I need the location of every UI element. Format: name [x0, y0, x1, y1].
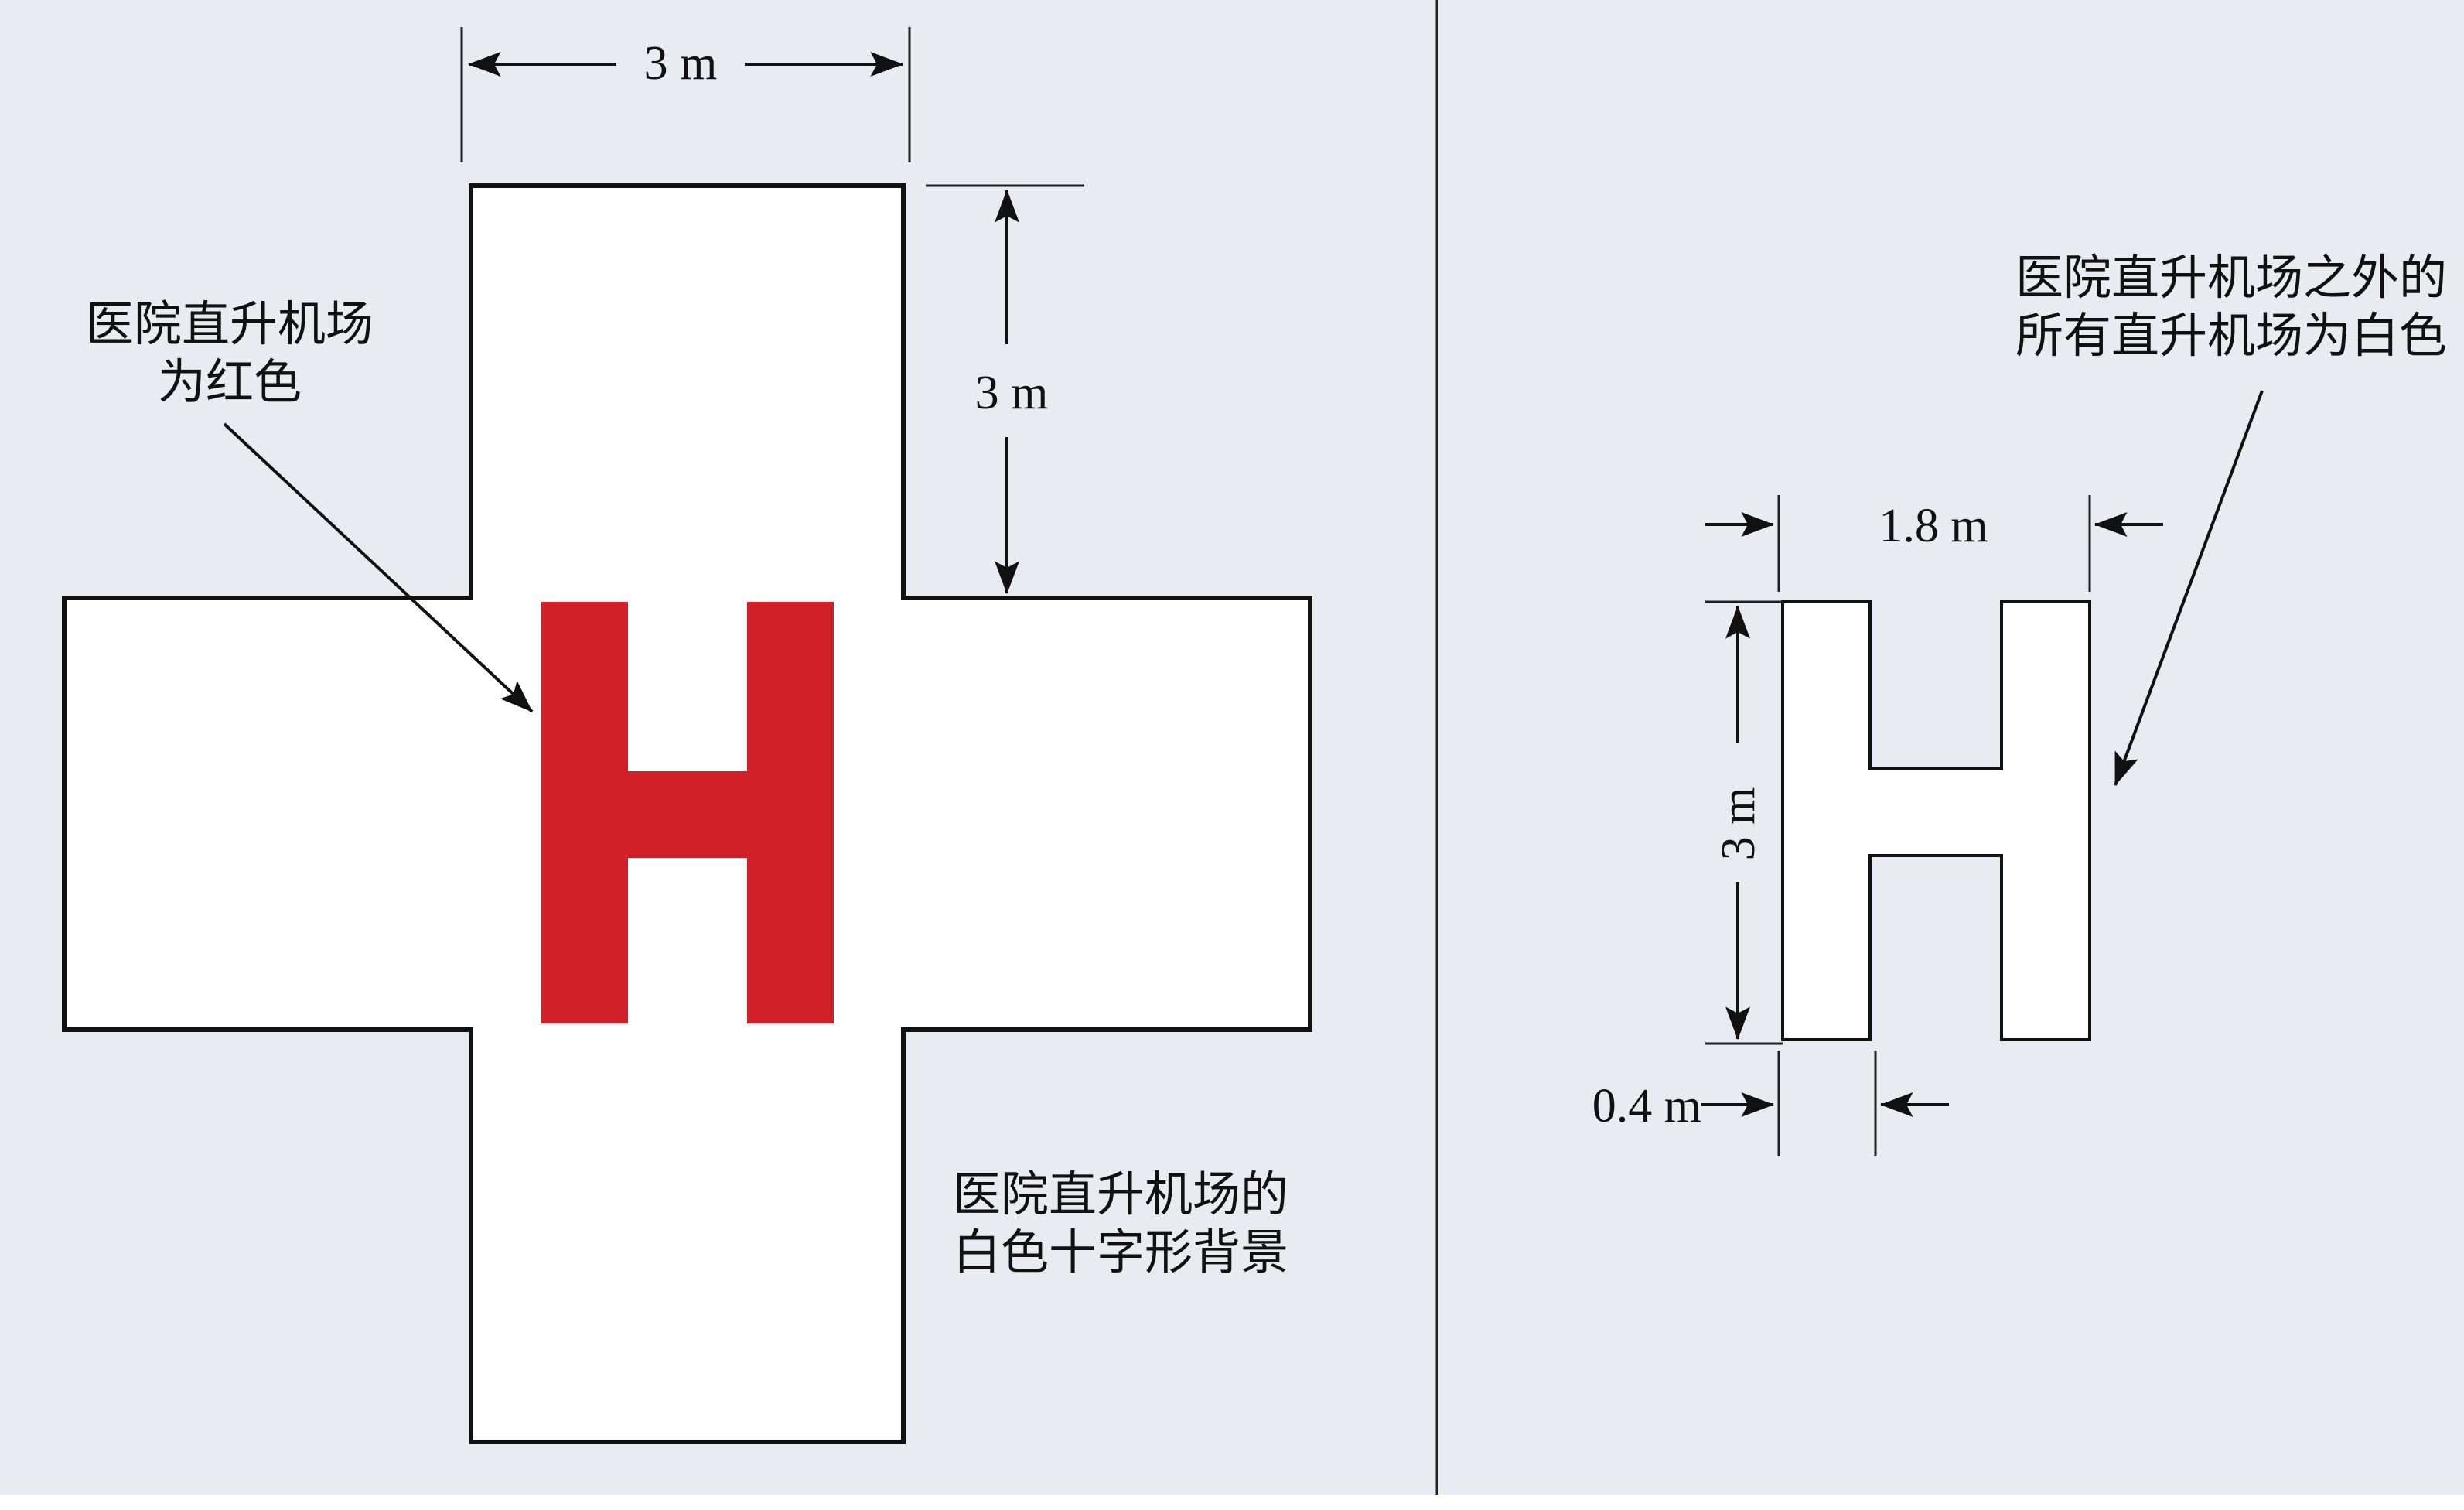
red-helipad-note: 医院直升机场 为红色	[86, 296, 534, 713]
arm-height-dimension: 3 m	[926, 184, 1084, 595]
h-height-label: 3 m	[1712, 787, 1765, 861]
h-width-label: 1.8 m	[1879, 500, 1988, 552]
red-note-line-2: 为红色	[158, 354, 302, 410]
background-note-line-1: 医院直升机场的	[953, 1166, 1288, 1222]
right-panel-note: 医院直升机场之外的 所有直升机场为白色	[2015, 249, 2447, 786]
h-width-dimension: 1.8 m	[1705, 495, 2163, 592]
h-stroke-label: 0.4 m	[1592, 1080, 1701, 1132]
red-h-letter	[541, 602, 834, 1023]
top-width-label: 3 m	[644, 37, 718, 90]
red-note-line-1: 医院直升机场	[86, 296, 374, 352]
h-height-dimension: 3 m	[1705, 600, 1783, 1045]
white-note-line-1: 医院直升机场之外的	[2015, 249, 2447, 306]
top-width-dimension: 3 m	[460, 27, 911, 162]
h-stroke-dimension: 0.4 m	[1592, 1051, 1949, 1156]
white-h-letter	[1781, 600, 2091, 1041]
background-note-line-2: 白色十字形背景	[953, 1224, 1288, 1280]
arm-height-label: 3 m	[975, 367, 1049, 419]
cross-background-note: 医院直升机场的 白色十字形背景	[953, 1166, 1288, 1280]
white-note-line-2: 所有直升机场为白色	[2015, 307, 2447, 364]
right-panel-background	[1438, 0, 2464, 1495]
